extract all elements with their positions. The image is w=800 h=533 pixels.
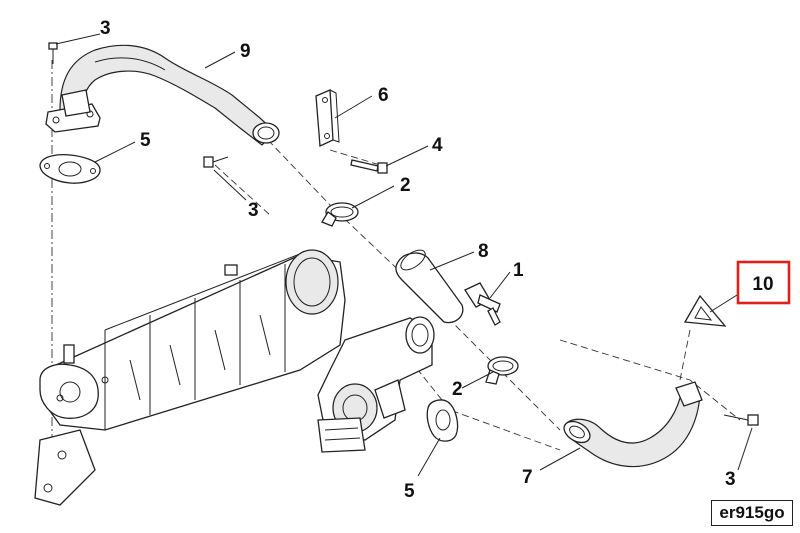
bolt-middle xyxy=(203,156,229,168)
warning-label xyxy=(683,294,727,327)
callout-sensor: 1 xyxy=(513,260,524,281)
callout-warning-label: 10 xyxy=(752,274,773,295)
callout-bracket: 6 xyxy=(378,85,389,106)
highlight-box xyxy=(736,260,791,305)
egr-cooler xyxy=(34,249,346,506)
gasket-left xyxy=(39,154,101,184)
bolt-right xyxy=(723,414,759,426)
bracket xyxy=(315,89,340,147)
bolt-bracket xyxy=(350,159,388,174)
callout-bolt-right: 3 xyxy=(725,469,736,490)
hose xyxy=(395,249,464,324)
callout-upper-pipe: 9 xyxy=(240,41,251,62)
sensor xyxy=(464,282,501,326)
callout-gasket-lower: 5 xyxy=(404,481,415,502)
clamp-lower xyxy=(485,356,519,385)
callout-hose: 8 xyxy=(478,241,489,262)
callout-bolt-bracket: 4 xyxy=(432,135,443,156)
upper-egr-pipe xyxy=(45,44,280,146)
callout-clamp-lower: 2 xyxy=(452,379,463,400)
clamp-upper xyxy=(321,202,359,227)
callout-bolt-middle: 3 xyxy=(248,200,259,221)
callout-gasket-left: 5 xyxy=(140,130,151,151)
gasket-lower xyxy=(426,399,459,442)
egr-valve xyxy=(317,316,435,453)
callout-bolt-top-left: 3 xyxy=(100,18,111,39)
reference-code: er915go xyxy=(719,503,785,522)
callout-clamp-upper: 2 xyxy=(400,175,411,196)
bolt-top-left xyxy=(48,42,58,64)
lower-egr-pipe xyxy=(563,381,703,468)
callout-labels: 3 9 5 6 4 3 2 8 1 2 5 7 3 xyxy=(100,18,736,502)
highlighted-callout-warning-label: 10 xyxy=(736,260,791,305)
reference-code-box: er915go xyxy=(711,500,793,526)
callout-lower-pipe: 7 xyxy=(522,467,533,488)
leader-lines xyxy=(55,33,753,477)
